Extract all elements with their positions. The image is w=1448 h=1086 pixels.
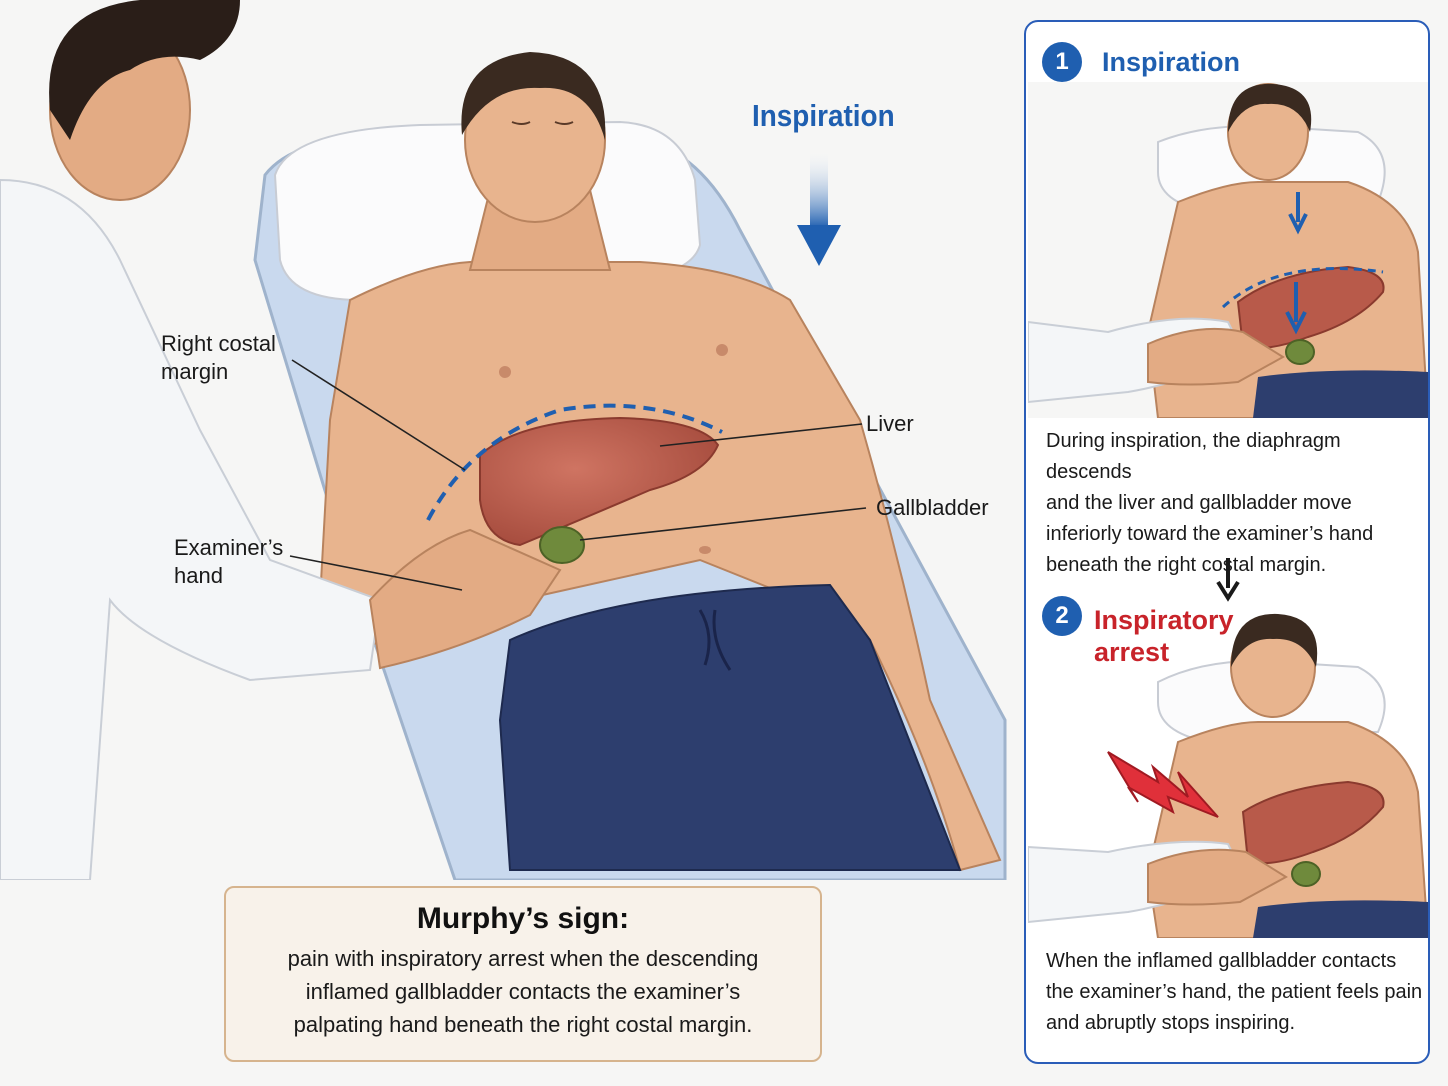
step1-organ-arrow-icon bbox=[1285, 282, 1307, 335]
examiner bbox=[0, 0, 562, 880]
leader-lines bbox=[289, 359, 867, 591]
right-costal-margin-label: Right costal margin bbox=[161, 331, 276, 384]
liver-organ bbox=[479, 416, 720, 547]
step1-illustration bbox=[1028, 82, 1428, 418]
step-transition-arrow-icon bbox=[1216, 558, 1240, 602]
main-illustration bbox=[0, 0, 1007, 880]
step2-illustration bbox=[1028, 613, 1428, 938]
step1-number-badge: 1 bbox=[1042, 42, 1082, 82]
pain-lightning-icon bbox=[1107, 751, 1219, 818]
step1-description: During inspiration, the diaphragm descen… bbox=[1046, 430, 1374, 576]
step1-arrow-icon bbox=[1288, 192, 1308, 235]
steps-panel: 1 Inspiration During inspiration, the di… bbox=[1024, 20, 1430, 1064]
caption-body: pain with inspiratory arrest when the de… bbox=[287, 946, 759, 1037]
gallbladder-organ bbox=[539, 526, 585, 564]
inspiration-arrow-icon bbox=[797, 148, 841, 266]
step2-number-badge: 2 bbox=[1042, 596, 1082, 636]
caption-title: Murphy’s sign: bbox=[416, 902, 630, 935]
examiners-hand-label: Examiner’s hand bbox=[174, 535, 284, 588]
inspiration-label: Inspiration bbox=[752, 98, 895, 133]
step2-description: When the inflamed gallbladder contacts t… bbox=[1046, 950, 1423, 1034]
gallbladder-label: Gallbladder bbox=[876, 495, 989, 520]
patient-shorts bbox=[498, 583, 962, 871]
murphys-sign-caption: Murphy’s sign: pain with inspiratory arr… bbox=[224, 886, 822, 1062]
step1-title: Inspiration bbox=[1102, 47, 1241, 77]
liver-label: Liver bbox=[866, 411, 914, 436]
step2-title: Inspiratory arrest bbox=[1094, 605, 1234, 667]
